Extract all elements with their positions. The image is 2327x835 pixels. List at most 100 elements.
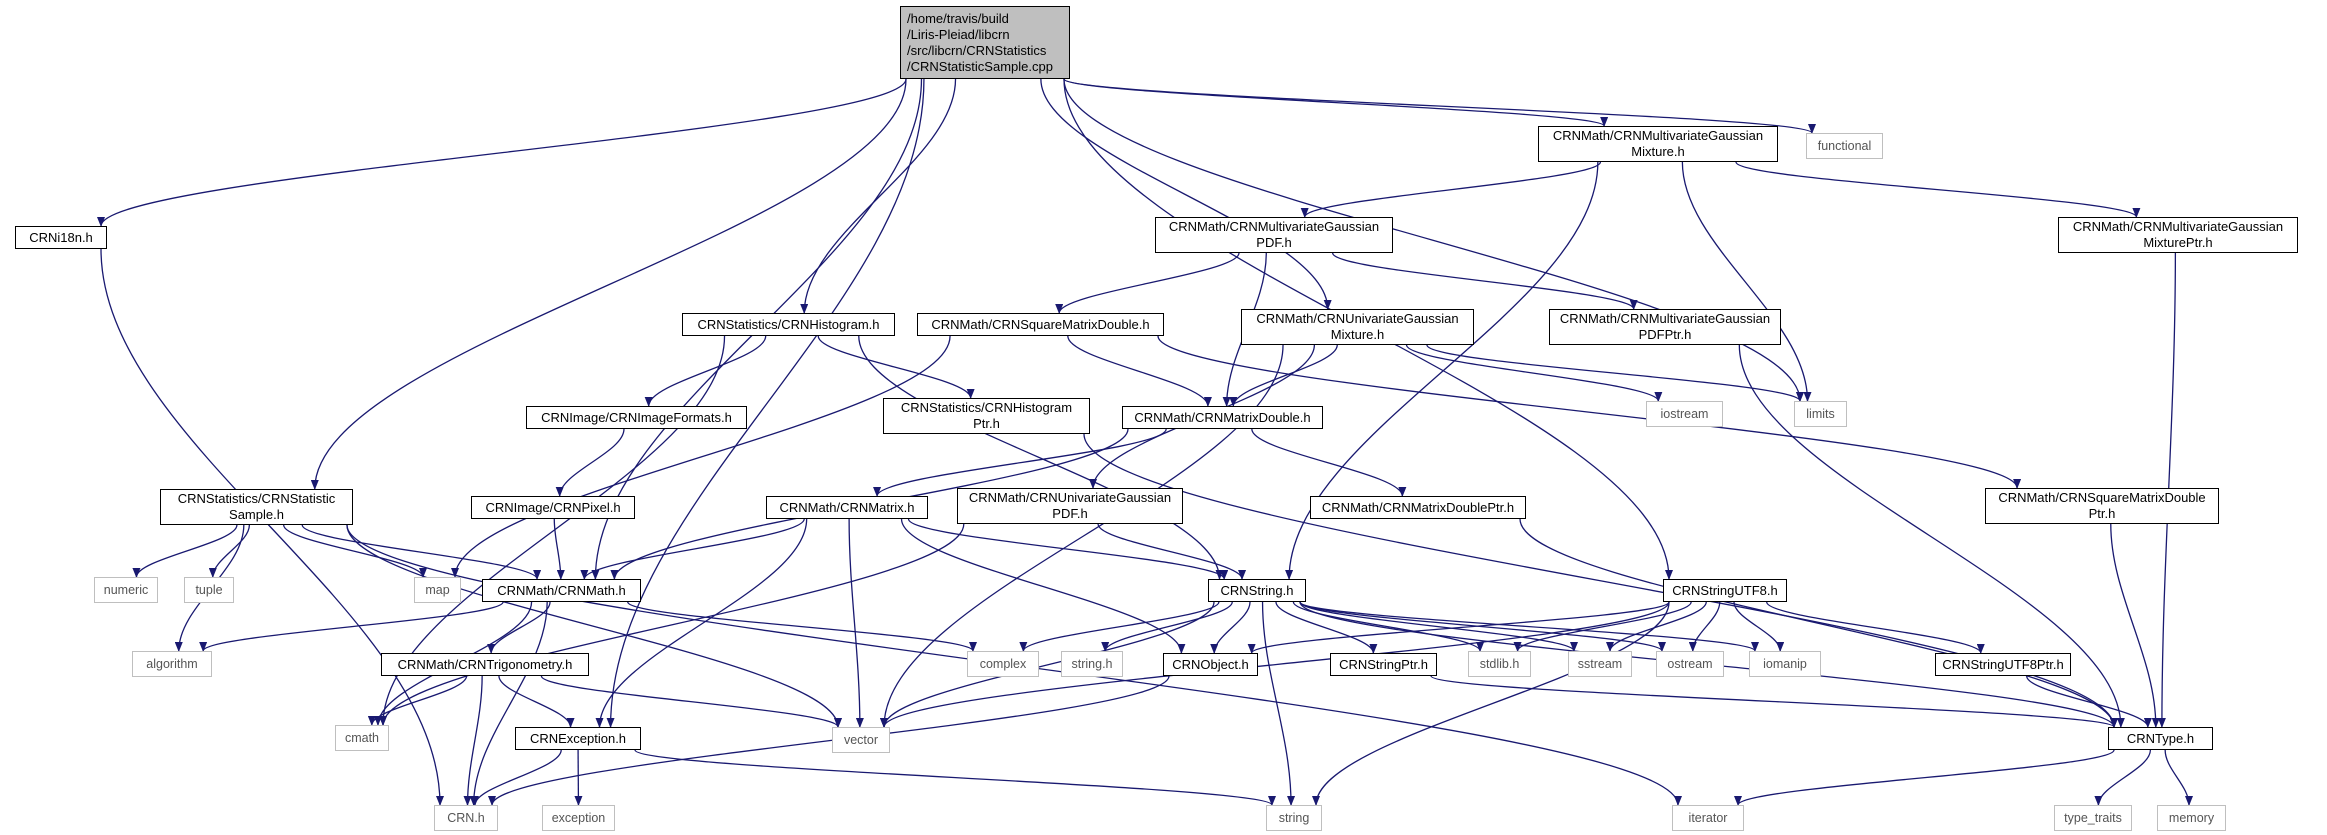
node-label-line: type_traits (2064, 811, 2122, 825)
node-label-line: CRNObject.h (1172, 656, 1249, 672)
edge-mgpdf-to-mgpdfptr (1332, 252, 1638, 310)
node-i18n[interactable]: CRNi18n.h (15, 226, 107, 249)
node-limits: limits (1794, 401, 1847, 427)
edge-mgpdf-to-sqmd (1055, 252, 1240, 314)
edge-strptr-to-type (1430, 675, 2118, 728)
node-label-line: CRNStringPtr.h (1339, 656, 1428, 672)
node-object[interactable]: CRNObject.h (1163, 653, 1258, 676)
node-label-line: CRNMath/CRNMatrixDouble.h (1134, 409, 1311, 425)
node-pixel[interactable]: CRNImage/CRNPixel.h (471, 496, 635, 519)
node-label-line: memory (2168, 811, 2215, 825)
node-label-line: CRNMath/CRNSquareMatrixDouble.h (931, 316, 1150, 332)
node-label-line: CRNImage/CRNPixel.h (485, 499, 621, 515)
node-type-traits: type_traits (2054, 805, 2132, 831)
edge-ssample-to-vector (346, 524, 842, 728)
edge-hist-to-string (858, 335, 1224, 580)
node-vector: vector (832, 727, 890, 753)
edge-type-to-memory (2164, 749, 2194, 806)
node-matrix[interactable]: CRNMath/CRNMatrix.h (766, 496, 928, 519)
node-label-line: /src/libcrn/CRNStatistics (907, 42, 1047, 58)
node-label-line: CRNMath/CRNTrigonometry.h (397, 656, 573, 672)
edge-utf8ptr-to-type (2025, 675, 2152, 728)
edge-math-to-complex (627, 601, 977, 652)
node-complex: complex (967, 651, 1039, 677)
edge-utf8-to-vector (880, 601, 1670, 728)
node-math[interactable]: CRNMath/CRNMath.h (482, 579, 641, 602)
edge-imgfmt-to-pixel (555, 428, 625, 497)
node-label-line: string (1278, 811, 1310, 825)
edge-trig-to-vector (540, 675, 842, 728)
node-trig[interactable]: CRNMath/CRNTrigonometry.h (381, 653, 589, 676)
edge-root-to-ssample (310, 78, 907, 490)
node-label-line: Sample.h (229, 507, 284, 522)
node-label-line: CRNMath/CRNMath.h (497, 582, 626, 598)
node-string[interactable]: CRNString.h (1208, 579, 1306, 602)
edge-utf8-to-ostream (1688, 601, 1721, 652)
node-type[interactable]: CRNType.h (2108, 727, 2213, 750)
edge-root-to-ugm (1040, 78, 1332, 310)
node-label-line: iomanip (1763, 657, 1807, 671)
node-label-line: exception (551, 811, 606, 825)
node-label-line: CRNMath/CRNUnivariateGaussian (1256, 311, 1459, 326)
node-strptr[interactable]: CRNStringPtr.h (1330, 653, 1437, 676)
node-label-line: cmath (344, 731, 380, 745)
node-utf8[interactable]: CRNStringUTF8.h (1663, 579, 1787, 602)
node-label-line: CRNImage/CRNImageFormats.h (541, 409, 732, 425)
edge-root-to-limits (1063, 78, 1804, 402)
node-sstream: sstream (1568, 651, 1632, 677)
node-cmath: cmath (335, 725, 389, 751)
node-label-line: PDF.h (1256, 235, 1292, 250)
node-label-line: map (425, 583, 450, 597)
node-root[interactable]: /home/travis/build/Liris-Pleiad/libcrn/s… (900, 6, 1070, 79)
node-stdlib: stdlib.h (1468, 651, 1531, 677)
edge-exception-to-crnh (471, 749, 562, 806)
node-label-line: /home/travis/build (907, 10, 1009, 26)
node-label-line: CRNException.h (529, 730, 627, 746)
edge-exception-to-stdstring (634, 749, 1276, 806)
node-label-line: MixturePtr.h (2143, 235, 2213, 250)
node-label-line: PDF.h (1052, 506, 1088, 521)
node-label-line: vector (843, 733, 879, 747)
node-sqmd[interactable]: CRNMath/CRNSquareMatrixDouble.h (917, 313, 1164, 336)
edge-root-to-exception (606, 78, 925, 728)
node-label-line: sstream (1577, 657, 1623, 671)
node-utf8ptr[interactable]: CRNStringUTF8Ptr.h (1935, 653, 2071, 676)
node-exception[interactable]: CRNException.h (515, 727, 641, 750)
node-label-line: CRNMath/CRNSquareMatrixDouble (1998, 490, 2206, 505)
edge-utf8-to-stdstring (1312, 601, 1670, 806)
node-mdptr[interactable]: CRNMath/CRNMatrixDoublePtr.h (1310, 496, 1526, 519)
edge-string-to-stdstring (1261, 601, 1296, 806)
node-crnh: CRN.h (434, 805, 498, 831)
edge-ssample-to-map (283, 524, 427, 578)
edge-ssample-to-math (301, 524, 541, 580)
node-label-line: CRNString.h (1220, 582, 1294, 598)
node-hist[interactable]: CRNStatistics/CRNHistogram.h (682, 313, 895, 336)
edge-string-to-vector (880, 601, 1215, 728)
node-imgfmt[interactable]: CRNImage/CRNImageFormats.h (526, 406, 747, 429)
edge-matrix-to-math (580, 518, 805, 580)
edge-ugm-to-iostream (1405, 344, 1663, 402)
node-label-line: CRN.h (447, 811, 485, 825)
node-memory: memory (2157, 805, 2226, 831)
edge-sqmd-to-sqmdptr (1157, 335, 2021, 489)
edge-matrix-to-object (900, 518, 1186, 654)
edge-math-to-crnh (469, 601, 548, 806)
node-iostream: iostream (1646, 401, 1723, 427)
node-label-line: PDFPtr.h (1638, 327, 1692, 342)
node-mdouble[interactable]: CRNMath/CRNMatrixDouble.h (1122, 406, 1323, 429)
edge-matrix-to-vector (848, 518, 864, 728)
node-label-line: /Liris-Pleiad/libcrn (907, 26, 1010, 42)
edge-trig-to-cmath (367, 675, 468, 726)
edge-utf8-to-iomanip (1733, 601, 1785, 652)
edge-mdouble-to-mdptr (1251, 428, 1407, 497)
node-label-line: CRNMath/CRNMultivariateGaussian (1552, 128, 1764, 143)
